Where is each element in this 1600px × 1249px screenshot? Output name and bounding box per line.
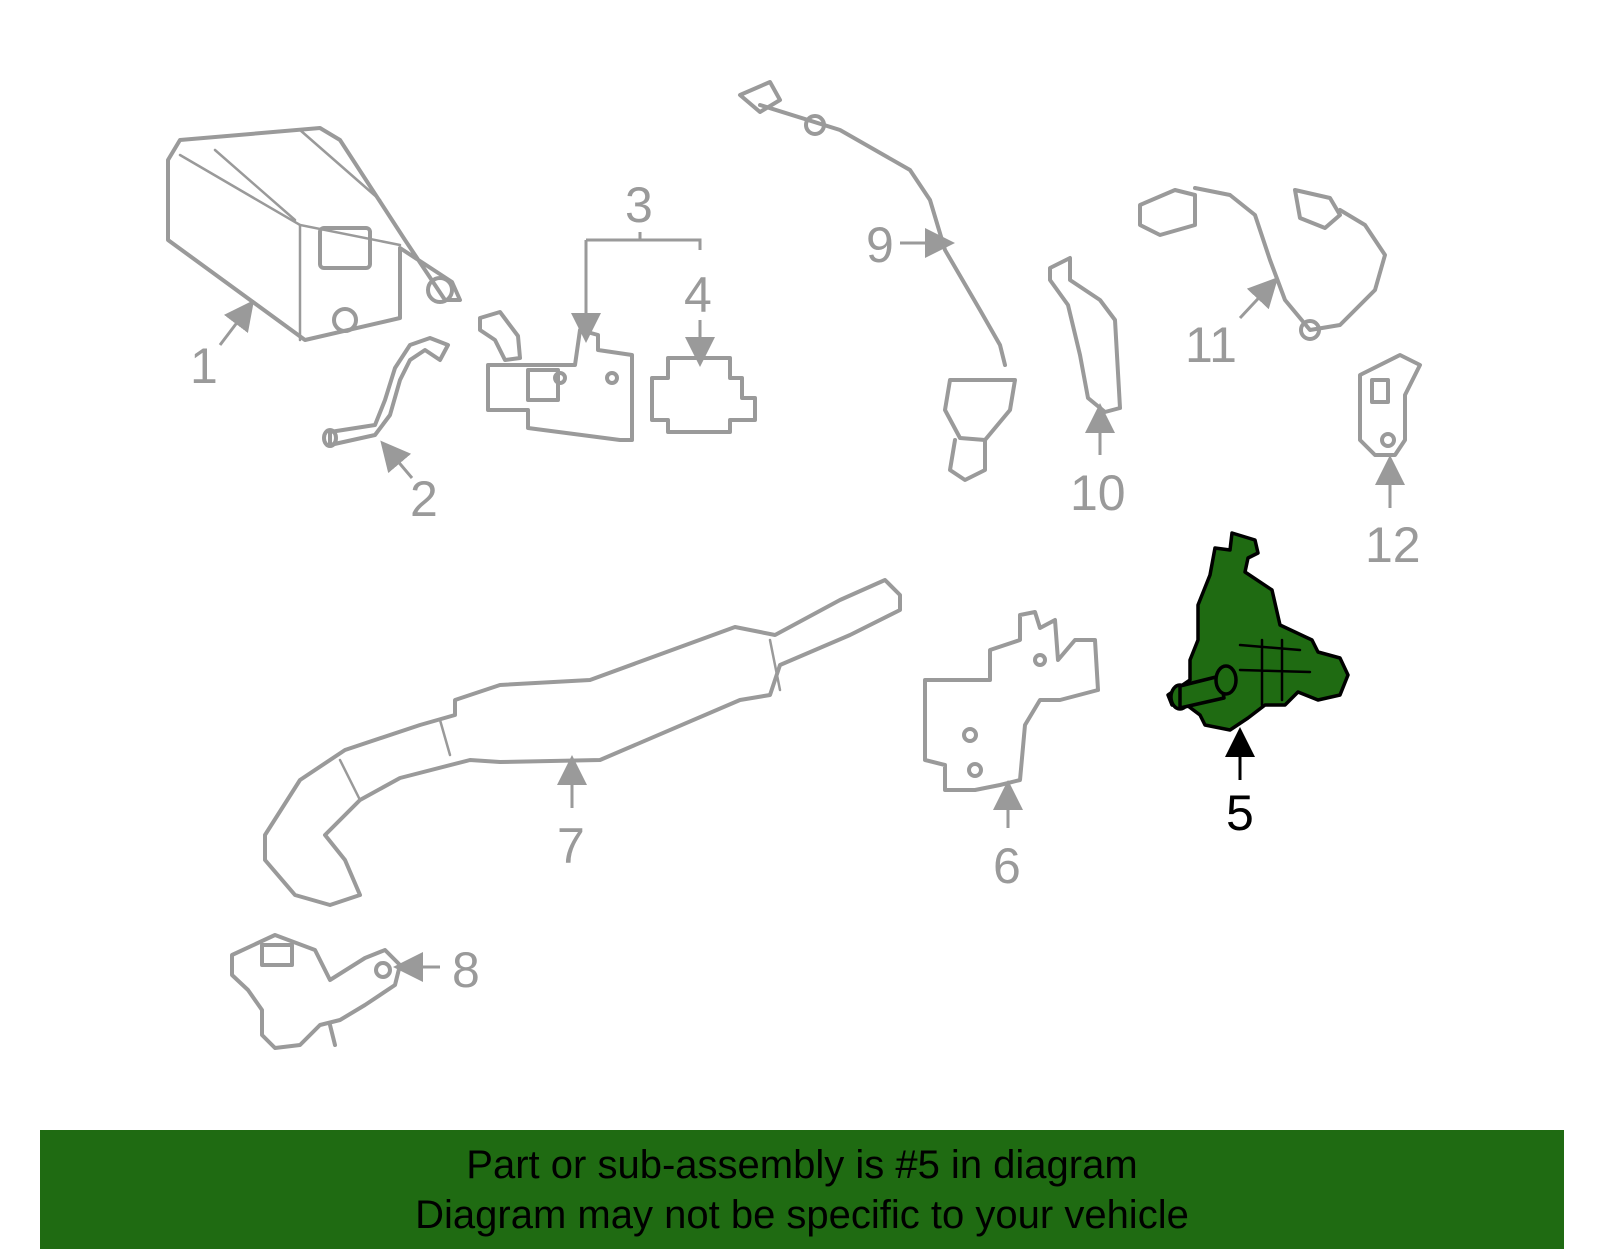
- part-5-nozzle: [1214, 664, 1238, 696]
- part-9-sensor[interactable]: [738, 80, 1017, 482]
- part-2-hose[interactable]: [322, 336, 450, 448]
- callout-1: 1: [190, 338, 218, 394]
- callout-8: 8: [452, 942, 480, 998]
- banner-line-1: Part or sub-assembly is #5 in diagram: [466, 1143, 1138, 1187]
- part-8-valve[interactable]: [230, 933, 402, 1050]
- part-12-bracket[interactable]: [1358, 353, 1422, 457]
- part-11-harness[interactable]: [1138, 186, 1387, 341]
- part-1-canister[interactable]: [166, 126, 462, 342]
- info-banner: Part or sub-assembly is #5 in diagram Di…: [40, 1130, 1564, 1249]
- banner-line-2: Diagram may not be specific to your vehi…: [415, 1193, 1189, 1237]
- callout-2: 2: [410, 471, 438, 527]
- callout-11: 11: [1185, 317, 1237, 373]
- callout-6: 6: [993, 838, 1021, 894]
- part-10-bracket[interactable]: [1048, 256, 1122, 414]
- part-7-hose[interactable]: [263, 578, 902, 907]
- callout-10: 10: [1070, 465, 1126, 521]
- part-5-purge-valve-highlighted[interactable]: [1166, 531, 1350, 732]
- callout-7: 7: [557, 818, 585, 874]
- part-4-bracket[interactable]: [650, 356, 757, 434]
- part-6-bracket[interactable]: [923, 610, 1100, 792]
- callout-3: 3: [625, 177, 653, 233]
- callout-5: 5: [1226, 785, 1254, 841]
- part-3-valve-assembly[interactable]: [478, 310, 634, 442]
- parts-diagram: 1 2 3 4 9 10 11: [166, 80, 1422, 1050]
- callout-4: 4: [684, 267, 712, 323]
- callout-9: 9: [866, 217, 894, 273]
- part-5-port-tube: [1178, 674, 1226, 710]
- callout-12: 12: [1365, 517, 1421, 573]
